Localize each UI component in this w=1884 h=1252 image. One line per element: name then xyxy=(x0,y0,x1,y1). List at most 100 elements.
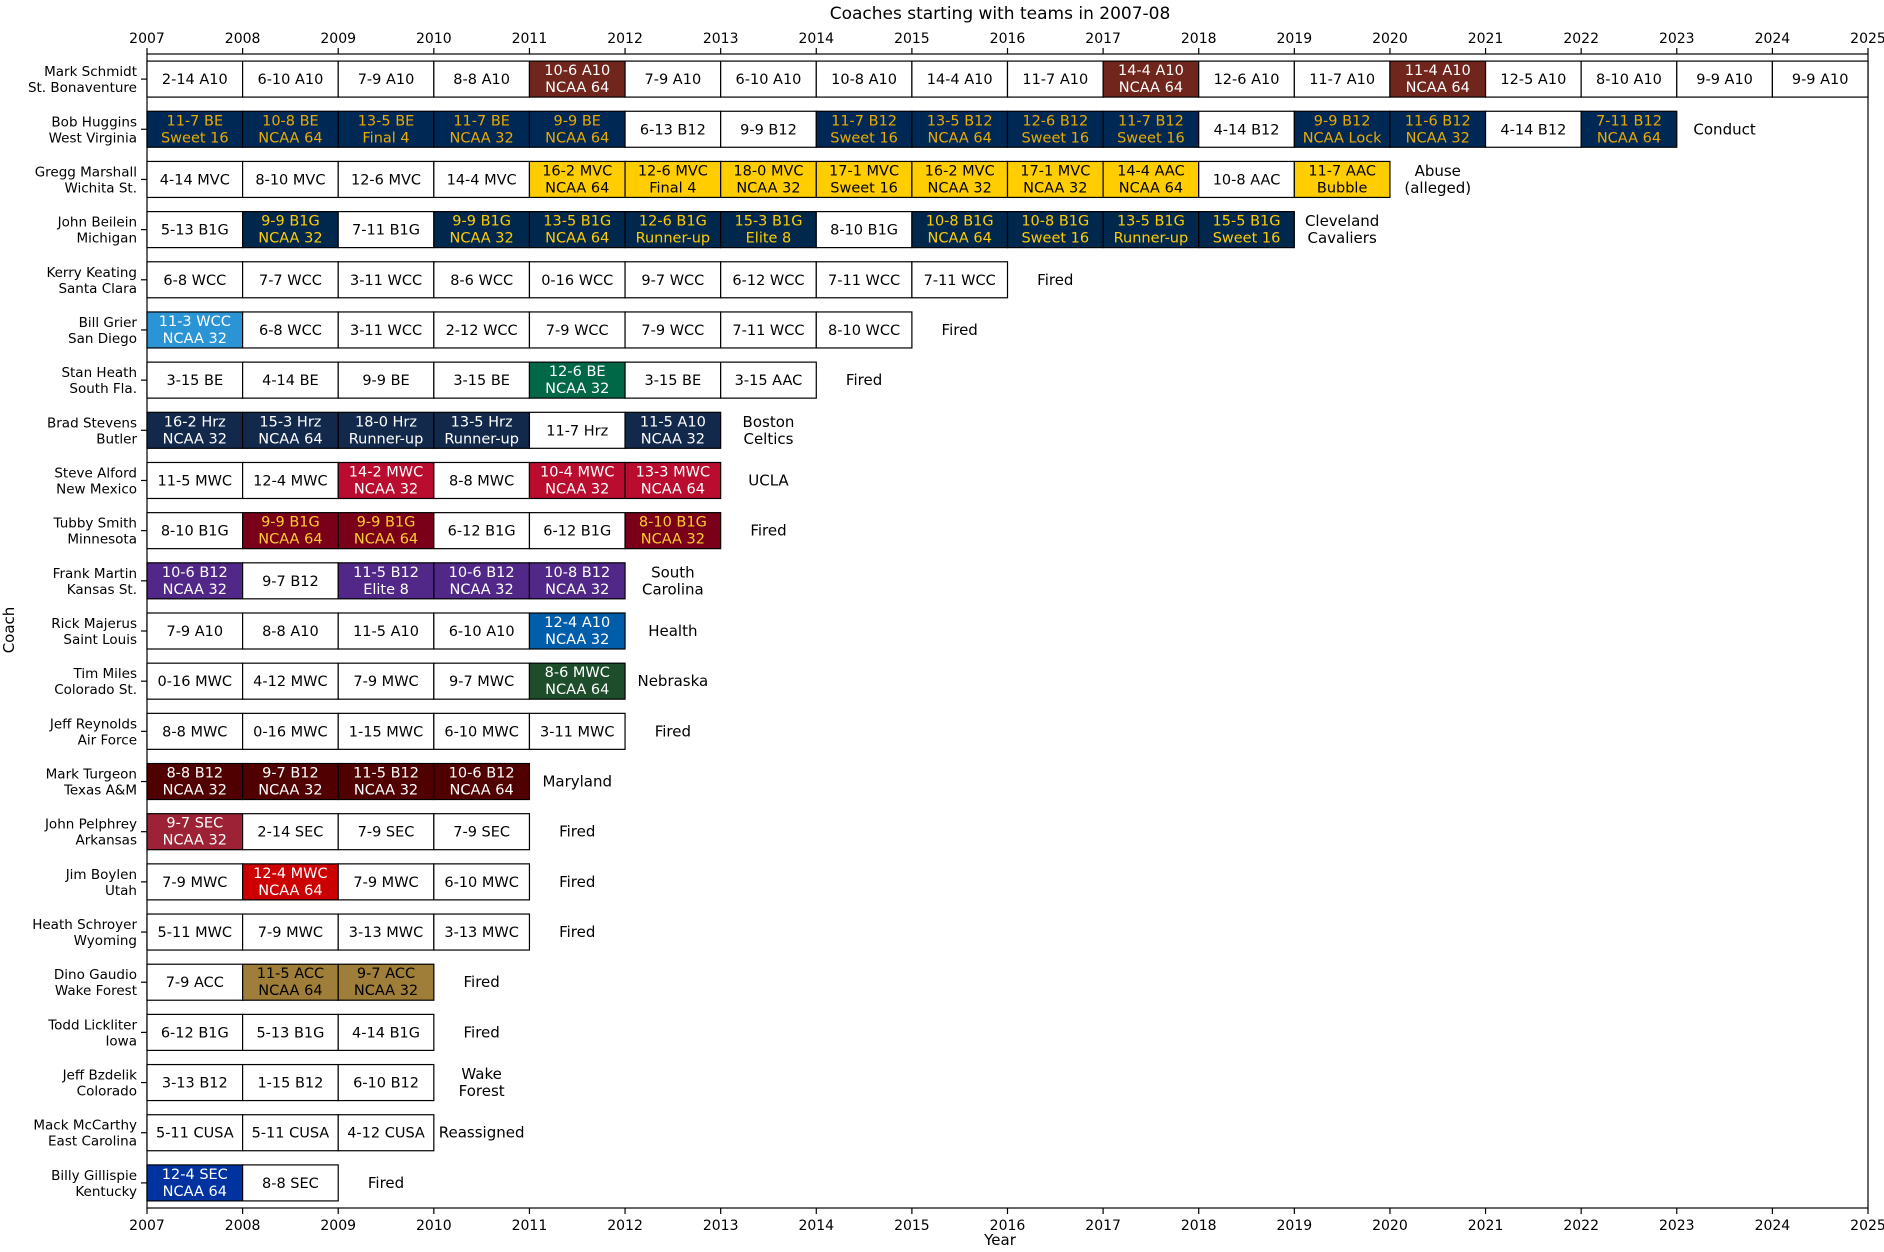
season-result: NCAA 64 xyxy=(354,532,418,548)
coach-team: Utah xyxy=(105,883,137,899)
coach-team: East Carolina xyxy=(48,1134,137,1150)
season-box xyxy=(528,562,626,600)
season-box xyxy=(815,160,913,199)
season-box xyxy=(1198,60,1295,98)
coach-name: Heath Schroyer xyxy=(32,917,137,933)
season-record: 9-9 BE xyxy=(362,373,409,389)
season-result: NCAA 32 xyxy=(258,231,322,247)
season-record: 9-7 B12 xyxy=(262,766,319,782)
season-result: Sweet 16 xyxy=(830,130,898,146)
season-record: 10-8 B12 xyxy=(544,565,610,581)
season-result: NCAA Lock xyxy=(1303,130,1382,146)
season-result: NCAA 32 xyxy=(928,180,992,196)
outcome-label: Conduct xyxy=(1693,120,1755,138)
season-record: 7-9 WCC xyxy=(546,323,609,339)
season-box xyxy=(815,110,913,148)
season-record: 0-16 MWC xyxy=(158,674,233,690)
season-record: 9-9 B12 xyxy=(740,122,797,138)
season-record: 15-3 Hrz xyxy=(259,414,321,430)
season-box xyxy=(1006,110,1104,148)
season-box xyxy=(1389,60,1487,98)
x-tick-label-bottom: 2014 xyxy=(798,1218,834,1234)
season-record: 4-14 B1G xyxy=(352,1025,420,1041)
season-record: 12-4 SEC xyxy=(162,1167,228,1183)
season-box xyxy=(146,612,244,650)
season-record: 16-2 Hrz xyxy=(164,414,226,430)
season-result: NCAA 32 xyxy=(545,381,609,397)
outcome-label: Fired xyxy=(559,923,595,941)
season-record: 6-13 B12 xyxy=(640,122,706,138)
season-result: NCAA 32 xyxy=(163,783,227,799)
outcome-line: Nebraska xyxy=(637,672,708,690)
season-box xyxy=(528,110,626,148)
season-record: 8-6 WCC xyxy=(450,273,513,289)
season-record: 11-6 B12 xyxy=(1405,113,1471,129)
season-record: 11-7 A10 xyxy=(1022,72,1088,88)
season-record: 8-10 A10 xyxy=(1596,72,1662,88)
x-tick-label-top: 2008 xyxy=(225,31,261,47)
season-record: 3-13 MWC xyxy=(444,925,519,941)
coach-name: Steve Alford xyxy=(54,465,137,481)
season-box xyxy=(337,261,435,299)
season-record: 4-14 B12 xyxy=(1500,122,1566,138)
season-result: Sweet 16 xyxy=(1213,231,1281,247)
season-box xyxy=(146,813,244,851)
season-box xyxy=(911,110,1009,148)
season-record: 8-8 A10 xyxy=(453,72,510,88)
coach-name: Mark Turgeon xyxy=(46,767,137,783)
coach-team: St. Bonaventure xyxy=(28,80,137,96)
season-box xyxy=(146,1164,244,1202)
season-record: 9-7 MWC xyxy=(449,674,514,690)
season-record: 9-9 B12 xyxy=(1314,113,1371,129)
season-box xyxy=(242,662,339,700)
season-box xyxy=(1198,110,1295,148)
season-box xyxy=(911,160,1009,199)
season-record: 11-5 A10 xyxy=(640,414,706,430)
season-box xyxy=(720,160,817,199)
outcome-line: Health xyxy=(648,622,697,640)
coach-name: Billy Gillispie xyxy=(51,1168,137,1184)
season-box xyxy=(1580,110,1678,148)
season-record: 17-1 MVC xyxy=(829,163,899,179)
season-record: 10-8 BE xyxy=(262,113,319,129)
season-record: 9-9 A10 xyxy=(1792,72,1849,88)
coach-name: Mack McCarthy xyxy=(33,1118,137,1134)
season-record: 11-5 B12 xyxy=(353,766,419,782)
coach-team: Santa Clara xyxy=(58,281,137,297)
season-result: Final 4 xyxy=(362,130,409,146)
season-box xyxy=(1006,211,1104,249)
coach-team: Air Force xyxy=(78,732,137,748)
season-record: 11-7 A10 xyxy=(1309,72,1375,88)
outcome-label: Reassigned xyxy=(439,1124,525,1142)
season-record: 6-10 B12 xyxy=(353,1076,419,1092)
coach-name: Jeff Reynolds xyxy=(49,716,137,732)
season-result: NCAA 32 xyxy=(449,130,513,146)
outcome-line: Carolina xyxy=(642,580,704,598)
x-tick-label-bottom: 2022 xyxy=(1563,1218,1599,1234)
season-box xyxy=(242,211,339,249)
coach-team: Butler xyxy=(96,431,137,447)
season-record: 13-5 Hrz xyxy=(451,414,513,430)
season-result: NCAA 32 xyxy=(354,983,418,999)
x-tick-label-bottom: 2020 xyxy=(1372,1218,1408,1234)
season-record: 2-14 SEC xyxy=(257,825,323,841)
season-result: NCAA 32 xyxy=(258,783,322,799)
season-result: Runner-up xyxy=(349,431,424,447)
x-axis-label: Year xyxy=(983,1231,1017,1249)
season-result: Runner-up xyxy=(444,431,519,447)
season-record: 5-13 B1G xyxy=(256,1025,324,1041)
season-record: 5-11 MWC xyxy=(158,925,233,941)
season-record: 10-6 B12 xyxy=(449,766,515,782)
season-record: 13-5 B12 xyxy=(927,113,993,129)
